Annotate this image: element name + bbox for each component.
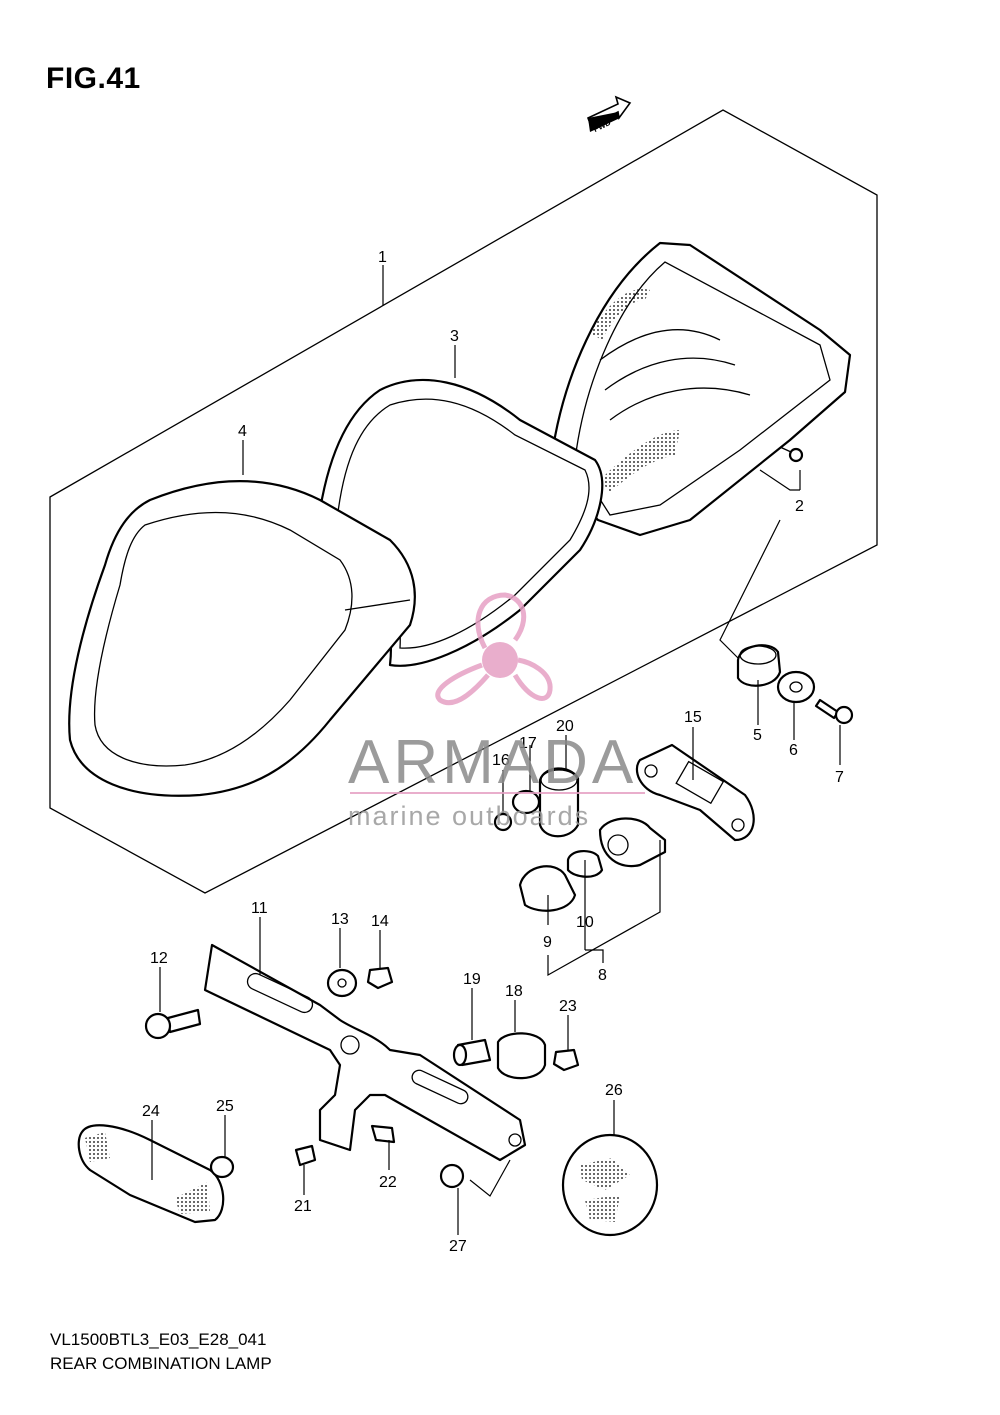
lamp-housing xyxy=(548,241,852,537)
callout-19: 19 xyxy=(463,971,481,988)
washer-13 xyxy=(326,968,358,998)
callout-22: 22 xyxy=(379,1174,397,1191)
propeller-logo-icon xyxy=(435,592,553,706)
washer-6 xyxy=(776,670,816,704)
lens-9 xyxy=(518,865,577,912)
bolt-22 xyxy=(370,1124,396,1144)
callout-9: 9 xyxy=(543,934,552,951)
callout-18: 18 xyxy=(505,983,523,1000)
leader-lines xyxy=(151,265,841,1235)
callout-15: 15 xyxy=(684,709,702,726)
lamp-bezel xyxy=(68,480,416,797)
watermark-brand: ARMADA xyxy=(348,728,637,797)
nut-21 xyxy=(294,1144,317,1167)
callout-23: 23 xyxy=(559,998,577,1015)
screw-7 xyxy=(814,698,854,725)
grommet-20 xyxy=(538,767,580,838)
callout-2: 2 xyxy=(795,498,804,515)
callout-10: 10 xyxy=(576,914,594,931)
callout-7: 7 xyxy=(835,769,844,786)
callout-4: 4 xyxy=(238,423,247,440)
callouts: 1 2 3 4 5 6 7 8 9 10 11 12 13 14 15 16 1… xyxy=(142,249,844,1255)
bracket-11 xyxy=(203,943,527,1162)
nut-23 xyxy=(552,1048,580,1072)
callout-26: 26 xyxy=(605,1082,623,1099)
assembly-outline xyxy=(49,109,878,894)
callout-12: 12 xyxy=(150,950,168,967)
callout-13: 13 xyxy=(331,911,349,928)
callout-3: 3 xyxy=(450,328,459,345)
callout-25: 25 xyxy=(216,1098,234,1115)
callout-16: 16 xyxy=(492,752,510,769)
callout-1: 1 xyxy=(378,249,387,266)
callout-27: 27 xyxy=(449,1238,467,1255)
callout-6: 6 xyxy=(789,742,798,759)
callout-24: 24 xyxy=(142,1103,160,1120)
callout-8: 8 xyxy=(598,967,607,984)
rear-reflector-26 xyxy=(561,1133,659,1237)
collar-17 xyxy=(511,789,541,815)
bolt-12 xyxy=(144,1008,202,1040)
side-reflector-24 xyxy=(77,1124,225,1224)
figure-name: REAR COMBINATION LAMP xyxy=(50,1354,272,1373)
grommet-18 xyxy=(496,1032,547,1080)
screw-2 xyxy=(779,446,804,463)
callout-17: 17 xyxy=(519,735,537,752)
callout-5: 5 xyxy=(753,727,762,744)
callout-11: 11 xyxy=(251,900,268,917)
nut-27 xyxy=(439,1163,465,1189)
callout-20: 20 xyxy=(556,718,574,735)
figure-title: FIG.41 xyxy=(46,62,141,95)
grommet-5 xyxy=(736,644,782,687)
collar-19 xyxy=(452,1038,492,1067)
fwd-arrow-icon: FWD xyxy=(586,95,632,134)
socket-8 xyxy=(598,817,667,868)
callout-21: 21 xyxy=(294,1198,312,1215)
nut-14 xyxy=(366,966,394,990)
figure-code: VL1500BTL3_E03_E28_041 xyxy=(50,1330,267,1349)
license-bracket-15 xyxy=(635,743,755,842)
callout-14: 14 xyxy=(371,913,389,930)
watermark-tagline: marine outboards xyxy=(348,801,590,831)
watermark: ARMADA marine outboards xyxy=(348,592,645,831)
nut-25 xyxy=(209,1155,235,1179)
